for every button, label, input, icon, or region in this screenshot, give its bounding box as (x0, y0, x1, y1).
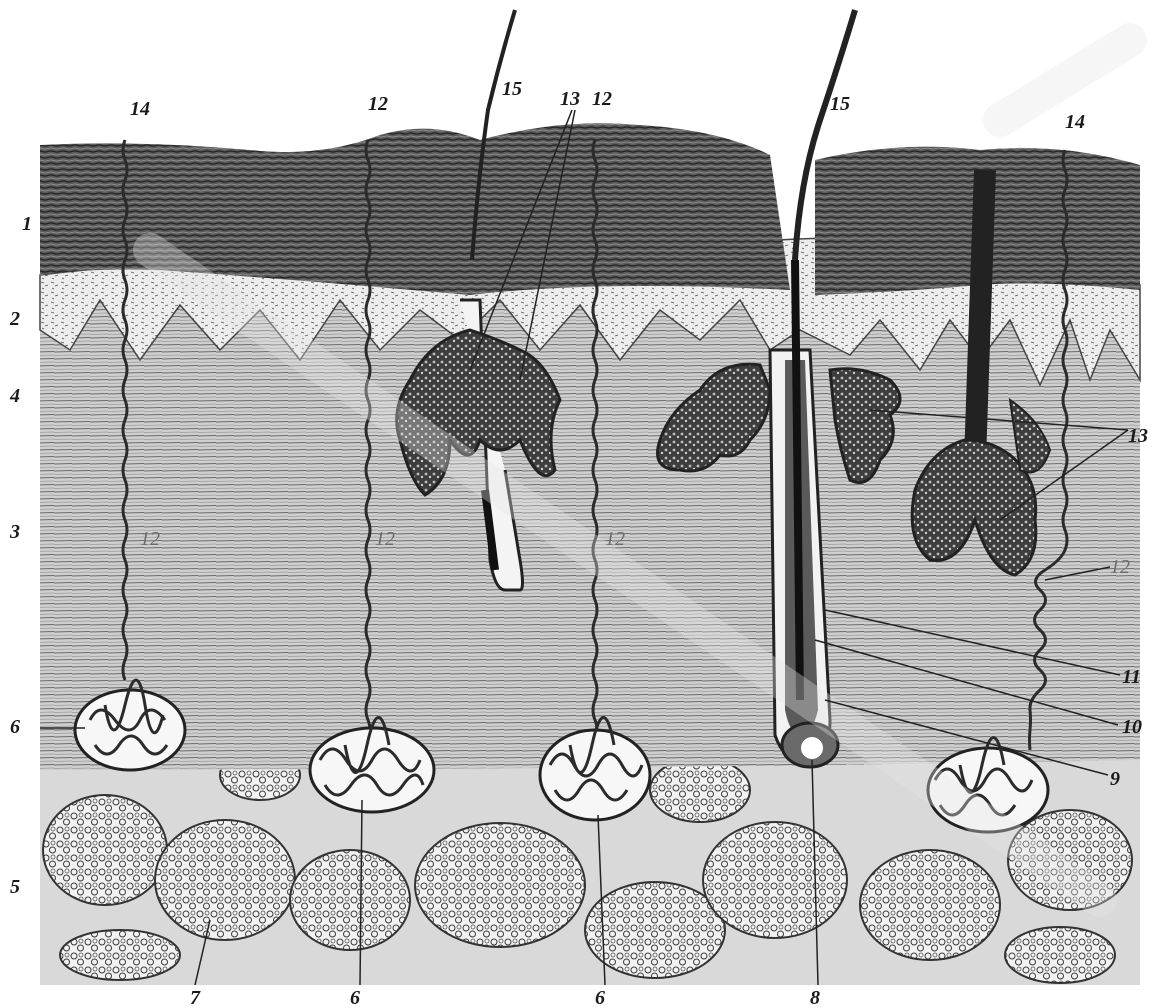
label-6-bottom-b: 6 (595, 987, 605, 1008)
label-13-right: 13 (1128, 425, 1148, 447)
label-3: 3 (9, 521, 20, 543)
label-12-dermis-b: 12 (375, 528, 395, 550)
label-12-dermis-a: 12 (140, 528, 160, 550)
label-15-right: 15 (830, 93, 850, 115)
label-12-top-a: 12 (368, 93, 388, 115)
label-2: 2 (9, 308, 20, 330)
label-6-left: 6 (10, 716, 20, 738)
label-7: 7 (190, 987, 201, 1008)
label-5: 5 (10, 876, 20, 898)
label-11: 11 (1122, 666, 1141, 688)
label-9: 9 (1110, 768, 1120, 790)
label-14-left: 14 (130, 98, 150, 120)
label-12-dermis-c: 12 (605, 528, 625, 550)
label-15-left: 15 (502, 78, 522, 100)
label-6-bottom-a: 6 (350, 987, 360, 1008)
label-12-right: 12 (1110, 556, 1130, 578)
label-14-right: 14 (1065, 111, 1085, 133)
label-1: 1 (22, 213, 32, 235)
label-13-top: 13 (560, 88, 580, 110)
label-8: 8 (810, 987, 820, 1008)
hair-papilla (801, 737, 823, 759)
label-4: 4 (9, 385, 20, 407)
label-10: 10 (1122, 716, 1142, 738)
label-12-top-b: 12 (592, 88, 612, 110)
